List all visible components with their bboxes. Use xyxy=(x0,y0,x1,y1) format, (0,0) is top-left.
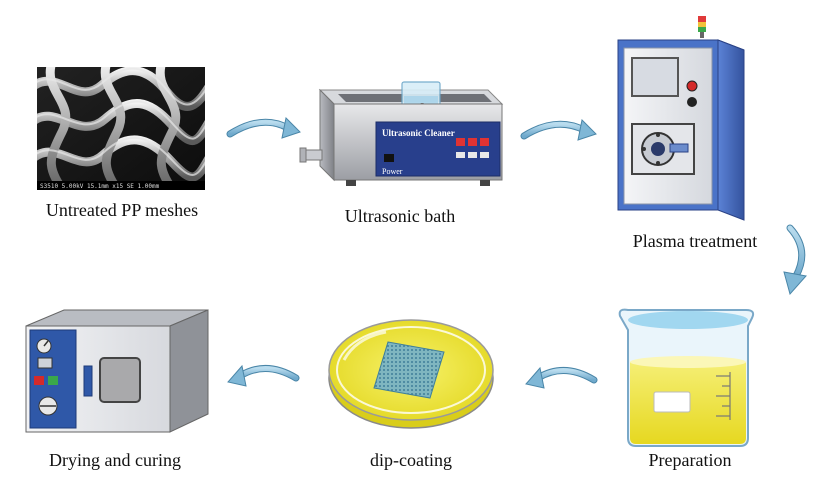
stage-label-plasma: Plasma treatment xyxy=(632,231,758,251)
plasma-cabinet-svg xyxy=(617,16,745,221)
curved-arrow-icon xyxy=(520,118,597,141)
curved-arrow-icon xyxy=(227,364,300,387)
ultrasonic-bath-icon: F Ultrasonic Cleaner Power xyxy=(298,76,510,192)
stage-label-untreated: Untreated PP meshes xyxy=(45,200,199,220)
stage-label-dipcoating: dip-coating xyxy=(370,450,452,470)
bath-device-title: Ultrasonic Cleaner xyxy=(382,128,455,138)
ultrasonic-bath-svg: F Ultrasonic Cleaner Power xyxy=(299,81,504,186)
stage-label-drying: Drying and curing xyxy=(49,450,181,470)
petri-dish-icon xyxy=(326,312,496,432)
curved-arrow-icon xyxy=(226,116,301,139)
beaker-icon xyxy=(614,306,762,450)
sem-mesh-image: S3510 5.00kV 15.1mm x15 SE 1.00mm xyxy=(37,67,205,190)
stage-label-ultrasonic: Ultrasonic bath xyxy=(344,206,456,226)
curved-arrow-icon xyxy=(525,366,598,389)
plasma-cabinet-icon xyxy=(612,14,764,226)
petri-dish-svg xyxy=(328,319,494,429)
bath-power-label: Power xyxy=(382,167,403,176)
sem-caption: S3510 5.00kV 15.1mm x15 SE 1.00mm xyxy=(40,183,160,190)
drying-oven-svg xyxy=(25,309,209,433)
sem-mesh-svg: S3510 5.00kV 15.1mm x15 SE 1.00mm xyxy=(37,67,205,190)
stage-label-preparation: Preparation xyxy=(648,450,732,470)
drying-oven-icon xyxy=(20,296,212,436)
curved-arrow-icon xyxy=(783,224,807,296)
beaker-svg xyxy=(618,308,755,447)
